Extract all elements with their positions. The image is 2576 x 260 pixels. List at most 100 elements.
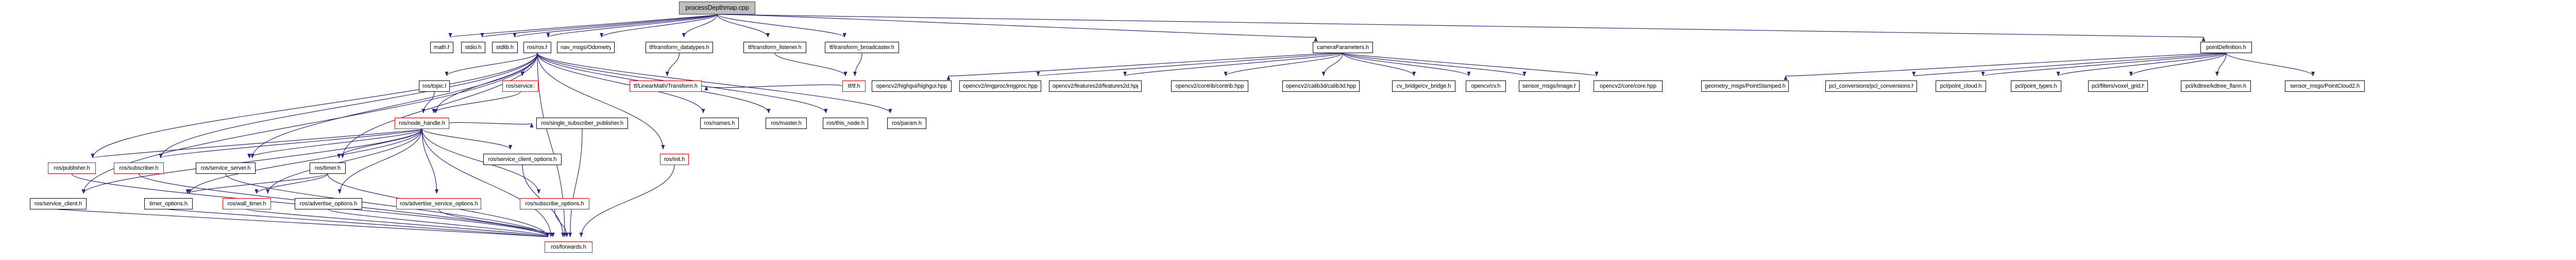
graph-node[interactable]: ros/master.h bbox=[766, 118, 807, 129]
graph-node[interactable]: ros/advertise_options.h bbox=[295, 198, 362, 209]
graph-node-label: stdlib.h bbox=[496, 44, 514, 51]
graph-edge bbox=[520, 53, 538, 76]
graph-node-label: ros/subscribe_options.h bbox=[525, 201, 584, 207]
graph-edge bbox=[266, 128, 422, 194]
graph-node-label: processDepthmap.cpp bbox=[685, 5, 749, 11]
graph-node[interactable]: pcl/filters/voxel_grid.h bbox=[2088, 80, 2148, 92]
graph-edge bbox=[665, 53, 680, 76]
graph-edge bbox=[717, 14, 846, 38]
graph-node[interactable]: tf/LinearMath/Transform.h bbox=[630, 80, 702, 92]
graph-node-label: ros/timer.h bbox=[314, 165, 341, 171]
graph-node[interactable]: ros/param.h bbox=[887, 118, 926, 129]
graph-node[interactable]: ros/forwards.h bbox=[545, 241, 592, 253]
graph-node[interactable]: opencv2/calib3d/calib3d.hpp bbox=[1282, 80, 1360, 92]
graph-edge bbox=[91, 128, 422, 158]
graph-edge bbox=[1913, 53, 2227, 76]
graph-node[interactable]: tf/transform_datatypes.h bbox=[646, 42, 713, 53]
graph-node[interactable]: nav_msgs/Odometry.h bbox=[557, 42, 615, 53]
graph-node-label: pcl/filters/voxel_grid.h bbox=[2092, 83, 2144, 89]
graph-node[interactable]: math.h bbox=[430, 42, 453, 53]
graph-edge bbox=[1342, 53, 1416, 76]
graph-node[interactable]: tf/transform_broadcaster.h bbox=[825, 42, 899, 53]
graph-edge bbox=[432, 91, 521, 113]
graph-edge bbox=[2215, 53, 2227, 76]
graph-edge bbox=[159, 128, 422, 158]
graph-node[interactable]: pointDefinition.h bbox=[2200, 42, 2252, 53]
graph-node[interactable]: ros/subscribe_options.h bbox=[520, 198, 589, 209]
graph-root-node[interactable]: processDepthmap.cpp bbox=[679, 2, 755, 14]
graph-node-label: cv_bridge/cv_bridge.h bbox=[1396, 83, 1451, 89]
graph-node[interactable]: tf/tf.h bbox=[842, 80, 866, 92]
graph-node-label: opencv2/imgproc/imgproc.hpp bbox=[963, 83, 1038, 89]
graph-edge bbox=[449, 14, 718, 38]
graph-node[interactable]: pcl/point_cloud.h bbox=[1936, 80, 1986, 92]
graph-node[interactable]: tf/transform_listener.h bbox=[743, 42, 806, 53]
graph-edge bbox=[188, 128, 422, 194]
graph-node[interactable]: pcl/kdtree/kdtree_flann.h bbox=[2181, 80, 2251, 92]
graph-node[interactable]: ros/advertise_service_options.h bbox=[396, 198, 481, 209]
graph-node-label: pcl/point_types.h bbox=[2015, 83, 2057, 89]
graph-edge bbox=[513, 14, 718, 38]
graph-node-label: ros/service.h bbox=[506, 83, 535, 89]
graph-node[interactable]: ros/service.h bbox=[502, 80, 538, 92]
graph-node[interactable]: cameraParameters.h bbox=[1313, 42, 1373, 53]
graph-node[interactable]: pcl/point_types.h bbox=[2011, 80, 2061, 92]
graph-node[interactable]: ros/service_server.h bbox=[196, 163, 256, 174]
graph-node[interactable]: ros/subscriber.h bbox=[114, 163, 164, 174]
graph-edge bbox=[717, 14, 1317, 42]
graph-node-label: pointDefinition.h bbox=[2206, 44, 2246, 51]
graph-node[interactable]: timer_options.h bbox=[144, 198, 193, 209]
graph-node[interactable]: ros/init.h bbox=[660, 154, 689, 165]
graph-node-label: stdio.h bbox=[465, 44, 482, 51]
graph-node[interactable]: stdlib.h bbox=[492, 42, 518, 53]
graph-node[interactable]: opencv2/features2d/features2d.hpp bbox=[1049, 80, 1142, 92]
graph-node[interactable]: ros/timer.h bbox=[310, 163, 346, 174]
graph-edge bbox=[717, 14, 770, 38]
graph-node-label: ros/param.h bbox=[892, 120, 922, 126]
graph-edge bbox=[225, 173, 550, 237]
graph-edge bbox=[328, 209, 550, 237]
graph-node[interactable]: sensor_msgs/PointCloud2.h bbox=[2285, 80, 2365, 92]
graph-node[interactable]: opencv2/imgproc/imgproc.hpp bbox=[959, 80, 1041, 92]
graph-node[interactable]: ros/publisher.h bbox=[48, 163, 96, 174]
graph-node[interactable]: pcl_conversions/pcl_conversions.h bbox=[1825, 80, 1917, 92]
graph-edge bbox=[421, 128, 512, 150]
graph-node[interactable]: ros/service_client_options.h bbox=[483, 154, 562, 165]
graph-node[interactable]: stdio.h bbox=[461, 42, 485, 53]
graph-node-label: opencv2/highgui/highgui.hpp bbox=[876, 83, 947, 89]
graph-node-label: cameraParameters.h bbox=[1317, 44, 1369, 51]
graph-edge bbox=[445, 53, 538, 76]
graph-edge bbox=[421, 128, 553, 237]
graph-edge bbox=[568, 128, 583, 237]
graph-edge bbox=[1342, 53, 1471, 76]
graph-edge bbox=[246, 209, 549, 237]
graph-node-label: ros/service_client.h bbox=[34, 201, 82, 207]
graph-node[interactable]: ros/this_node.h bbox=[823, 118, 868, 129]
graph-node-label: math.h bbox=[434, 44, 450, 51]
graph-node[interactable]: ros/service_client.h bbox=[30, 198, 87, 209]
graph-node[interactable]: geometry_msgs/PointStamped.h bbox=[1701, 80, 1789, 92]
graph-node-label: ros/names.h bbox=[704, 120, 735, 126]
graph-node[interactable]: opencv2/highgui/highgui.hpp bbox=[872, 80, 952, 92]
graph-node-label: pcl/point_cloud.h bbox=[1940, 83, 1982, 89]
graph-node-label: tf/transform_broadcaster.h bbox=[829, 44, 894, 51]
graph-node[interactable]: ros/wall_timer.h bbox=[223, 198, 271, 209]
graph-edge bbox=[250, 53, 538, 158]
graph-node[interactable]: sensor_msgs/Image.h bbox=[1519, 80, 1580, 92]
graph-node[interactable]: opencv/cv.h bbox=[1466, 80, 1506, 92]
graph-edge bbox=[481, 14, 718, 38]
graph-node[interactable]: cv_bridge/cv_bridge.h bbox=[1392, 80, 1455, 92]
graph-edge bbox=[337, 128, 422, 194]
graph-node[interactable]: opencv2/contrib/contrib.hpp bbox=[1171, 80, 1248, 92]
graph-edge bbox=[2056, 53, 2227, 76]
graph-node[interactable]: ros/single_subscriber_publisher.h bbox=[536, 118, 628, 129]
graph-node[interactable]: ros/names.h bbox=[700, 118, 739, 129]
graph-node-label: ros/ros.h bbox=[527, 44, 548, 51]
graph-node-label: ros/service_client_options.h bbox=[488, 156, 557, 163]
graph-node[interactable]: ros/topic.h bbox=[419, 80, 450, 92]
graph-node[interactable]: ros/node_handle.h bbox=[395, 118, 449, 129]
graph-edge bbox=[947, 53, 1344, 80]
graph-node[interactable]: opencv2/core/core.hpp bbox=[1594, 80, 1663, 92]
graph-node[interactable]: ros/ros.h bbox=[523, 42, 551, 53]
